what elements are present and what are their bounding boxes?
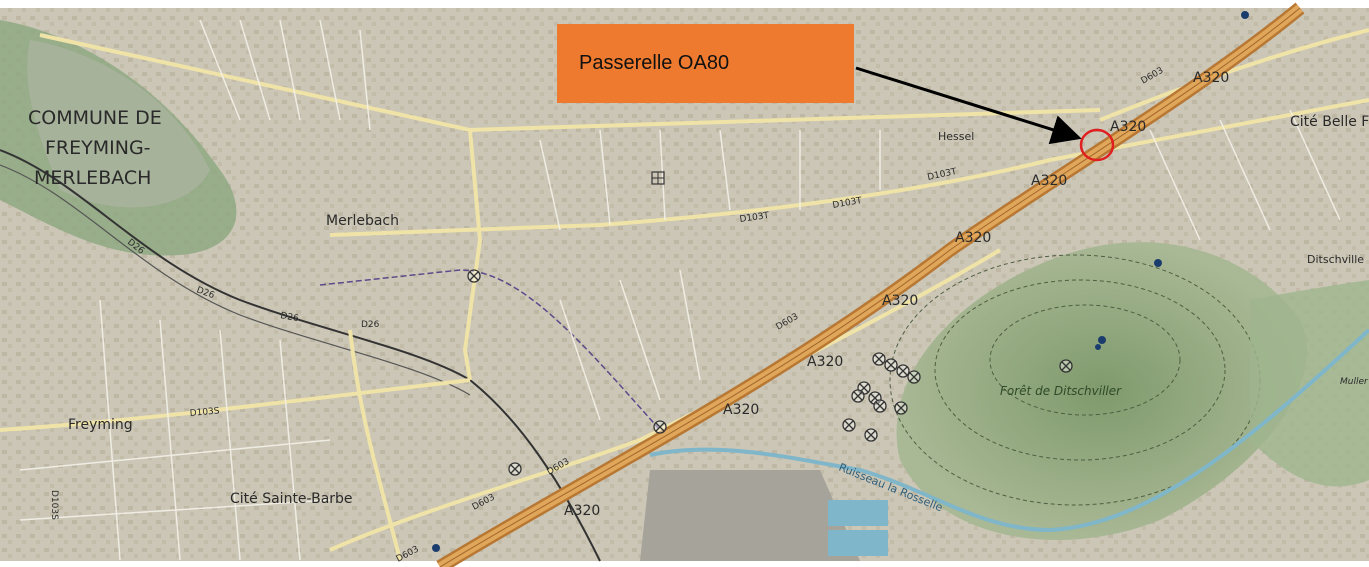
road-d103s: D103S xyxy=(189,406,220,419)
callout-arrow xyxy=(855,66,1082,145)
road-a320: A320 xyxy=(955,230,991,246)
industrial-zone xyxy=(640,470,860,561)
marker-circle-x-icon xyxy=(467,269,1073,476)
road-d26: D26 xyxy=(279,311,299,324)
road-a320: A320 xyxy=(1031,173,1067,189)
callout-text: Passerelle OA80 xyxy=(579,52,730,74)
road-a320: A320 xyxy=(1193,70,1229,86)
road-a320: A320 xyxy=(564,503,600,519)
river xyxy=(649,328,1369,533)
road-a320: A320 xyxy=(723,402,759,418)
place-cite-belle: Cité Belle F xyxy=(1290,114,1369,130)
road-d26: D26 xyxy=(361,320,380,330)
place-muller: Muller xyxy=(1340,377,1369,387)
road-d103s: D103S xyxy=(49,490,59,520)
motorway-a320 xyxy=(436,2,1305,567)
quarry-area xyxy=(27,40,211,208)
commune-label-2: FREYMING- xyxy=(45,137,151,159)
place-foret: Forêt de Ditschviller xyxy=(1000,384,1122,398)
forest-ditschviller xyxy=(896,242,1308,540)
footbridge-highlight xyxy=(1079,128,1115,162)
road-d103t: D103T xyxy=(739,211,770,225)
poi-dot-icon xyxy=(432,11,1249,552)
road-a320: A320 xyxy=(1110,119,1146,135)
callout-box: Passerelle OA80 xyxy=(557,24,854,103)
road-a320: A320 xyxy=(882,293,918,309)
commune-label-1: COMMUNE DE xyxy=(28,107,162,129)
place-hessel: Hessel xyxy=(938,130,974,143)
place-ditschviller: Ditschville xyxy=(1307,253,1364,266)
place-cite-sainte-barbe: Cité Sainte-Barbe xyxy=(230,491,353,507)
road-a320: A320 xyxy=(807,354,843,370)
place-freyming: Freyming xyxy=(68,417,133,433)
commune-label-3: MERLEBACH xyxy=(34,167,151,189)
place-merlebach: Merlebach xyxy=(326,213,399,229)
